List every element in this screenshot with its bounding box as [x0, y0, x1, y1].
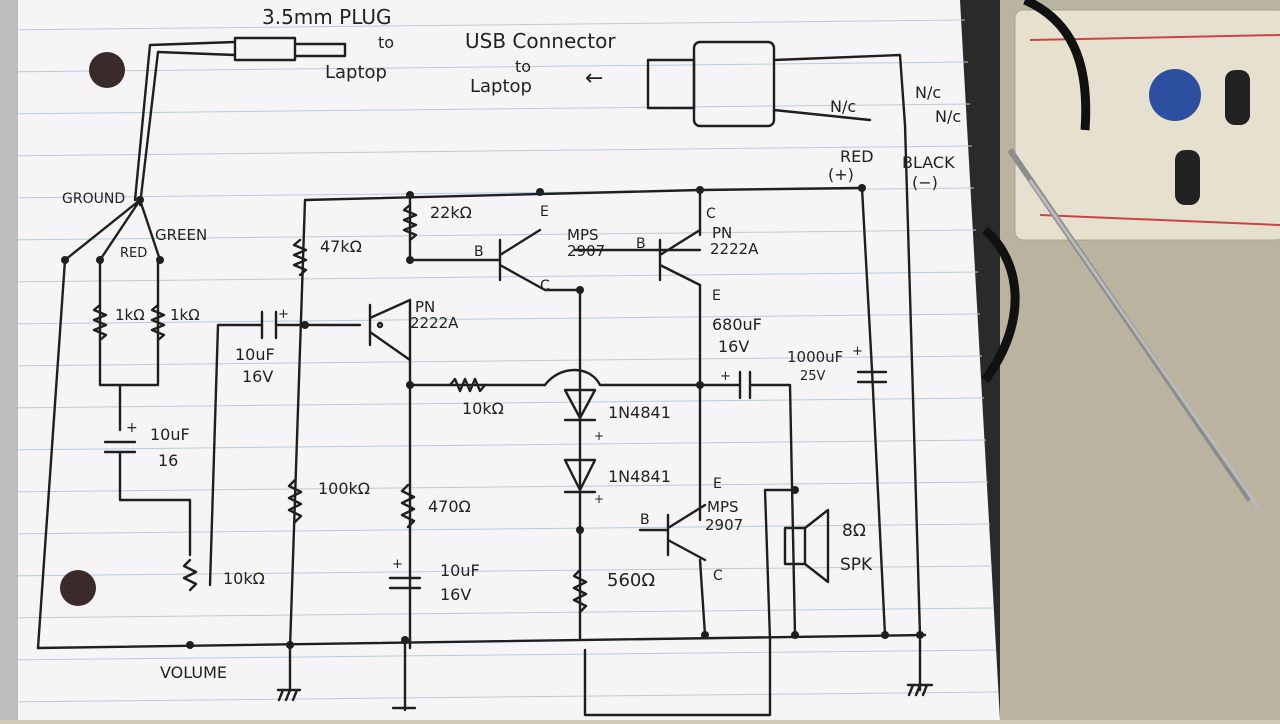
c-e-voltage-label: 16V	[440, 585, 471, 604]
r1-label: 1kΩ	[115, 306, 145, 324]
pin-c-q4: C	[713, 568, 723, 584]
black-wire-label: BLACK	[902, 153, 955, 172]
red-sign-label: (+)	[828, 165, 854, 184]
transistor-q1-icon	[368, 298, 412, 362]
ground-icons	[276, 683, 934, 710]
audio-cable	[981, 226, 1020, 383]
c-out-voltage-label: 16V	[718, 337, 749, 356]
pin-e-q3: E	[712, 288, 721, 304]
r560-label: 560Ω	[607, 570, 655, 591]
amp-labels: 47kΩ 22kΩ 100kΩ 470Ω 10kΩ 560Ω + 10uF 16…	[235, 203, 873, 604]
binder-holes	[0, 0, 18, 720]
spiral-binding	[1007, 148, 1262, 511]
c1-voltage-label: 16	[158, 451, 178, 470]
top-labels: 3.5mm PLUG to Laptop USB Connector to La…	[262, 5, 961, 192]
c-sup-plus: +	[852, 344, 863, 359]
notebook-page	[0, 0, 1000, 720]
usb-to-label: to	[515, 57, 531, 76]
capacitor-icons	[260, 310, 888, 590]
c1-plus: +	[126, 420, 138, 436]
potentiometer-icon	[1149, 69, 1201, 121]
pin-c-q3: C	[706, 206, 716, 222]
r10k-label: 10kΩ	[462, 399, 504, 418]
spk-label: SPK	[840, 555, 873, 575]
usb-label: USB Connector	[465, 29, 616, 53]
resistor-icons	[92, 203, 588, 614]
q3-label-line: 2222A	[710, 240, 759, 258]
r100k-label: 100kΩ	[318, 479, 370, 498]
plug-to-label: to	[378, 33, 394, 52]
c-in-voltage-label: 16V	[242, 367, 273, 386]
r47k-label: 47kΩ	[320, 237, 362, 256]
wiring	[36, 36, 927, 717]
q1-label-line: PN	[415, 298, 435, 316]
punch-hole	[89, 52, 125, 88]
punch-hole	[60, 570, 96, 606]
d1-plus: +	[594, 429, 604, 443]
pin-c-q2: C	[540, 278, 550, 294]
diode-icons	[563, 388, 597, 494]
usb-cable	[1023, 0, 1091, 131]
r22k-label: 22kΩ	[430, 203, 472, 222]
transistor-q4-icon	[638, 503, 707, 562]
plug-label: 3.5mm PLUG	[262, 5, 391, 29]
d2-plus: +	[594, 492, 604, 506]
r470-label: 470Ω	[428, 497, 471, 516]
green-label: GREEN	[155, 226, 207, 244]
q2-label-line: 2907	[567, 242, 605, 260]
c-out-value-label: 680uF	[712, 315, 762, 334]
speaker-icon	[783, 508, 830, 584]
r2-label: 1kΩ	[170, 306, 200, 324]
transistor-q3-icon	[658, 228, 702, 287]
nc-label-1: N/c	[830, 97, 856, 116]
c-sup-value-label: 1000uF	[787, 348, 843, 366]
usb-dest-label: Laptop	[470, 76, 532, 97]
nc-label-3: N/c	[935, 107, 961, 126]
q2-label-line: MPS	[567, 226, 599, 244]
q3-label-line: PN	[712, 224, 732, 242]
capacitor-icon	[1175, 150, 1200, 205]
capacitor-icon	[1225, 70, 1250, 125]
q4-label-line: 2907	[705, 516, 743, 534]
c-e-value-label: 10uF	[440, 561, 480, 580]
c-in-value-label: 10uF	[235, 345, 275, 364]
d1-label: 1N4841	[608, 403, 671, 422]
pin-b-q4: B	[640, 512, 650, 528]
nc-label-2: N/c	[915, 83, 941, 102]
pin-e-q4: E	[713, 476, 722, 492]
spk-ohm-label: 8Ω	[842, 521, 866, 541]
arrow-left-icon: ←	[585, 66, 603, 91]
junction-dots	[61, 184, 924, 649]
red-wire-label: RED	[840, 147, 874, 166]
pot-label: 10kΩ	[223, 569, 265, 588]
d2-label: 1N4841	[608, 467, 671, 486]
q4-label-line: MPS	[707, 498, 739, 516]
pin-b-q2: B	[474, 244, 484, 260]
plug-dest-label: Laptop	[325, 62, 387, 83]
ground-label: GROUND	[62, 191, 125, 207]
c1-value-label: 10uF	[150, 425, 190, 444]
q1-label-line: 2222A	[410, 314, 459, 332]
volume-label: VOLUME	[160, 663, 227, 682]
c-in-plus: +	[278, 307, 289, 322]
black-sign-label: (−)	[912, 173, 938, 192]
c-sup-voltage-label: 25V	[800, 369, 826, 384]
red-label: RED	[120, 246, 147, 261]
breadboard	[1014, 9, 1280, 241]
pin-b-q3: B	[636, 236, 646, 252]
c-e-plus: +	[392, 557, 403, 572]
c-out-plus: +	[720, 369, 731, 384]
pin-e-q2: E	[540, 204, 549, 220]
input-labels: GROUND RED GREEN 1kΩ 1kΩ + 10uF 16 10kΩ …	[62, 191, 265, 682]
transistor-q2-icon	[498, 228, 582, 292]
